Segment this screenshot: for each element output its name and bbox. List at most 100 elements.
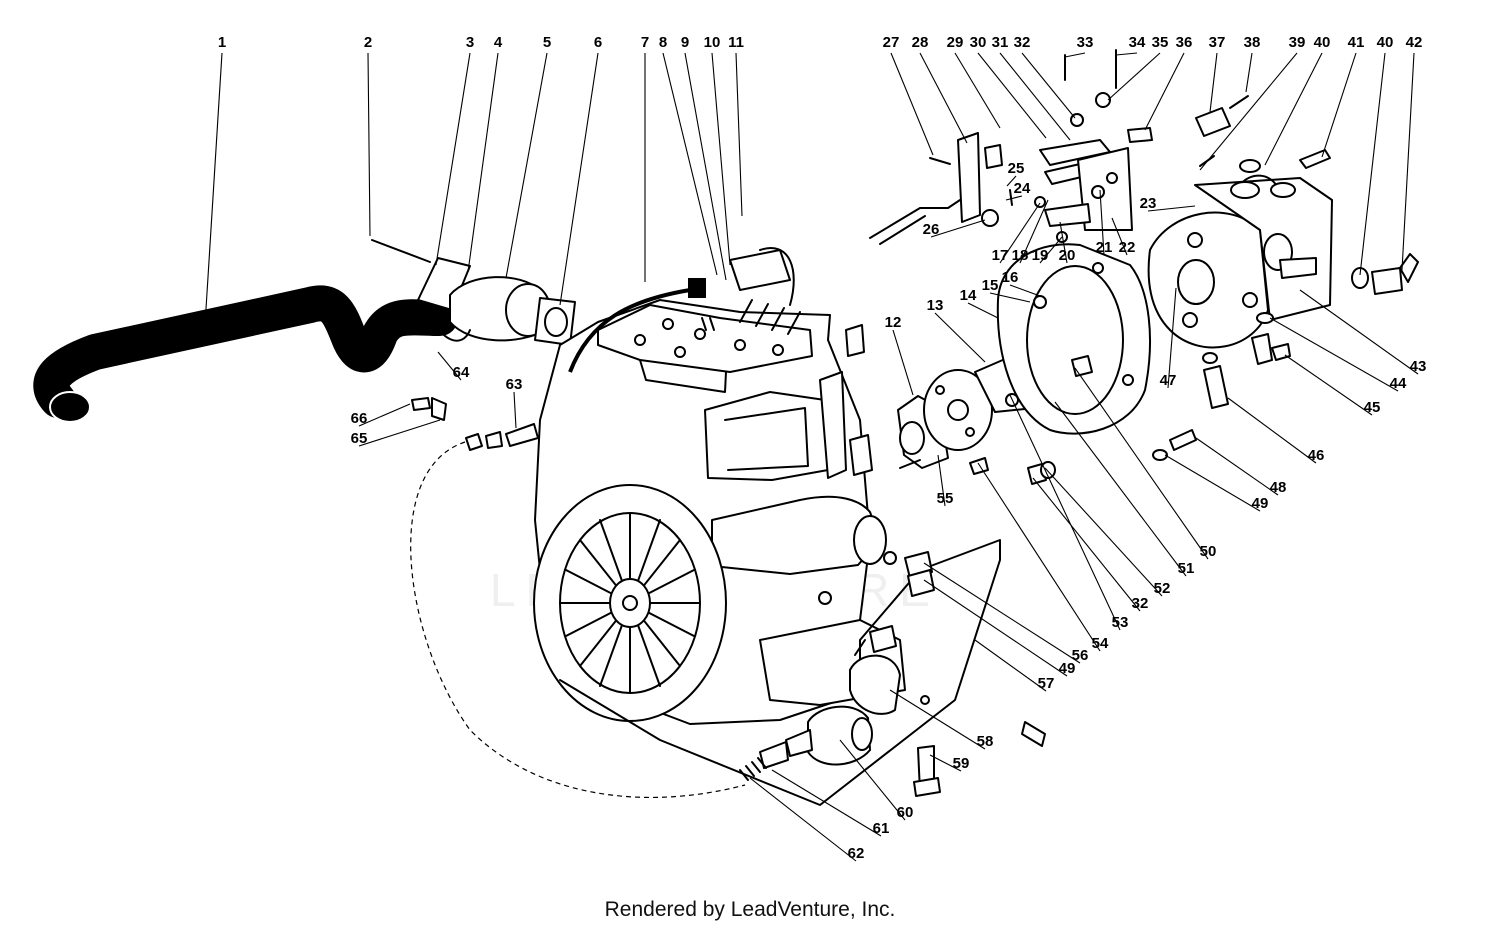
leader-line-45 xyxy=(1284,354,1373,416)
leader-line-40 xyxy=(1264,52,1323,166)
leader-line-26 xyxy=(930,219,986,238)
leader-line-52 xyxy=(1044,467,1163,597)
leader-line-42 xyxy=(1401,52,1415,271)
leader-line-16 xyxy=(1009,284,1041,297)
leader-line-49 xyxy=(1164,454,1261,512)
callout-57: 57 xyxy=(1038,675,1055,692)
callout-5: 5 xyxy=(543,34,551,51)
leader-line-43 xyxy=(1299,289,1419,375)
callout-48: 48 xyxy=(1270,479,1287,496)
callout-14: 14 xyxy=(960,287,977,304)
callout-35: 35 xyxy=(1152,34,1169,51)
fuel-line-routing xyxy=(410,441,746,799)
leader-line-27 xyxy=(890,52,934,156)
leader-line-49 xyxy=(923,579,1068,677)
callout-42: 42 xyxy=(1406,34,1423,51)
leader-line-29 xyxy=(954,52,1001,129)
callout-32: 32 xyxy=(1014,34,1031,51)
leader-line-23 xyxy=(1147,205,1196,212)
callout-55: 55 xyxy=(937,490,954,507)
leader-line-46 xyxy=(1227,397,1317,464)
leader-line-11 xyxy=(735,52,743,217)
callout-33: 33 xyxy=(1077,34,1094,51)
callout-18: 18 xyxy=(1012,247,1029,264)
leader-line-24 xyxy=(1005,195,1023,201)
callout-26: 26 xyxy=(923,221,940,238)
leader-line-55 xyxy=(937,454,946,507)
leader-line-57 xyxy=(974,639,1047,692)
leader-line-31 xyxy=(999,52,1071,141)
callout-30: 30 xyxy=(970,34,987,51)
callout-37: 37 xyxy=(1209,34,1226,51)
callout-62: 62 xyxy=(848,845,865,862)
callout-4: 4 xyxy=(494,34,503,51)
callout-28: 28 xyxy=(912,34,929,51)
callout-8: 8 xyxy=(659,34,667,51)
leader-line-12 xyxy=(892,329,914,396)
small-hardware-left xyxy=(411,397,539,451)
callout-40: 40 xyxy=(1314,34,1331,51)
callout-49: 49 xyxy=(1059,660,1076,677)
callout-50: 50 xyxy=(1200,543,1217,560)
leader-line-53 xyxy=(1009,394,1121,631)
exhaust-pipe xyxy=(33,285,458,423)
callout-25: 25 xyxy=(1008,160,1025,177)
leader-line-60 xyxy=(839,739,906,821)
callout-12: 12 xyxy=(885,314,902,331)
engine xyxy=(533,247,906,725)
callout-39: 39 xyxy=(1289,34,1306,51)
callout-2: 2 xyxy=(364,34,372,51)
leader-line-22 xyxy=(1111,217,1128,256)
leader-line-56 xyxy=(923,562,1081,664)
callout-20: 20 xyxy=(1059,247,1076,264)
callout-60: 60 xyxy=(897,804,914,821)
callout-52: 52 xyxy=(1154,580,1171,597)
callout-9: 9 xyxy=(681,34,689,51)
leader-line-54 xyxy=(977,462,1101,652)
leader-line-30 xyxy=(977,52,1047,139)
callout-22: 22 xyxy=(1119,239,1136,256)
callout-34: 34 xyxy=(1129,34,1146,51)
callout-27: 27 xyxy=(883,34,900,51)
hydraulic-pump xyxy=(1147,155,1333,349)
leader-line-33 xyxy=(1064,52,1086,58)
leader-line-32 xyxy=(1021,52,1076,119)
adapter-housing xyxy=(996,243,1151,435)
callout-23: 23 xyxy=(1140,195,1157,212)
leader-line-59 xyxy=(929,754,962,772)
leader-line-63 xyxy=(513,391,517,429)
callout-51: 51 xyxy=(1178,560,1195,577)
callout-6: 6 xyxy=(594,34,602,51)
callout-36: 36 xyxy=(1176,34,1193,51)
leader-line-61 xyxy=(771,769,882,837)
callout-13: 13 xyxy=(927,297,944,314)
leader-line-35 xyxy=(1107,52,1161,101)
callout-56: 56 xyxy=(1072,647,1089,664)
leader-line-3 xyxy=(435,52,471,266)
leader-line-14 xyxy=(967,302,999,319)
callout-38: 38 xyxy=(1244,34,1261,51)
leader-line-62 xyxy=(749,777,857,862)
leader-line-9 xyxy=(684,52,727,281)
leader-line-6 xyxy=(559,52,599,306)
leader-line-38 xyxy=(1245,52,1253,93)
leader-line-2 xyxy=(367,52,371,237)
leader-line-21 xyxy=(1099,189,1105,256)
leader-line-10 xyxy=(711,52,731,266)
callout-29: 29 xyxy=(947,34,964,51)
callout-43: 43 xyxy=(1410,358,1427,375)
callout-54: 54 xyxy=(1092,635,1109,652)
callout-63: 63 xyxy=(506,376,523,393)
hydraulic-fittings xyxy=(1202,149,1419,409)
callout-40: 40 xyxy=(1377,34,1394,51)
leader-line-4 xyxy=(467,52,499,273)
leader-line-44 xyxy=(1269,317,1399,392)
leader-line-36 xyxy=(1144,52,1185,131)
leader-line-39 xyxy=(1199,52,1298,171)
callout-53: 53 xyxy=(1112,614,1129,631)
callout-44: 44 xyxy=(1390,375,1407,392)
leader-line-66 xyxy=(358,403,411,427)
callout-58: 58 xyxy=(977,733,994,750)
leader-line-41 xyxy=(1321,52,1357,158)
